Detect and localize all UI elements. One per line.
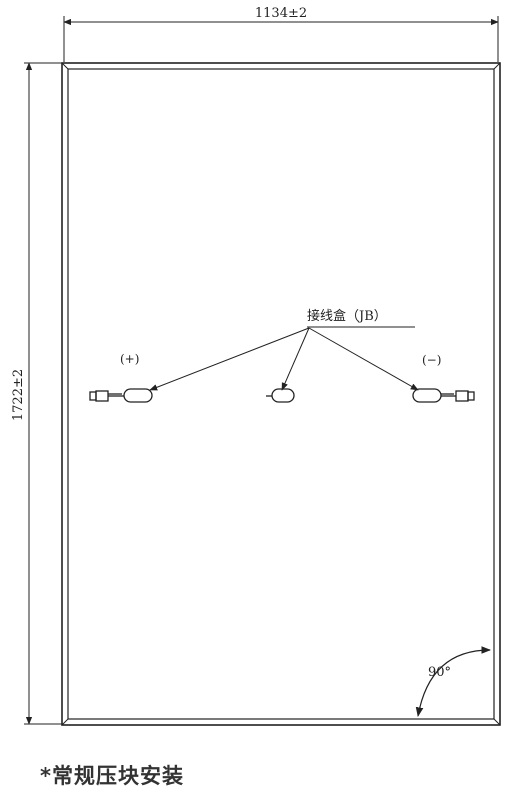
module-drawing: 1134±2 1722±2 接线盒（JB） (+) (−) [11, 6, 501, 726]
angle-arc [415, 646, 491, 717]
junction-box-label: 接线盒（JB） [307, 308, 387, 324]
module-frame [61, 62, 501, 726]
angle-label: 90° [428, 665, 451, 680]
positive-connector [89, 388, 153, 403]
width-dimension [63, 16, 499, 62]
negative-label: (−) [422, 353, 441, 367]
height-dimension-label: 1722±2 [11, 369, 26, 421]
width-dimension-label: 1134±2 [255, 6, 307, 21]
height-dimension [24, 62, 62, 725]
negative-connector [412, 388, 475, 403]
positive-label: (+) [120, 352, 139, 366]
junction-box-leaders [149, 326, 419, 391]
installation-caption: *常规压块安装 [40, 764, 184, 788]
middle-junction-box [266, 388, 295, 403]
